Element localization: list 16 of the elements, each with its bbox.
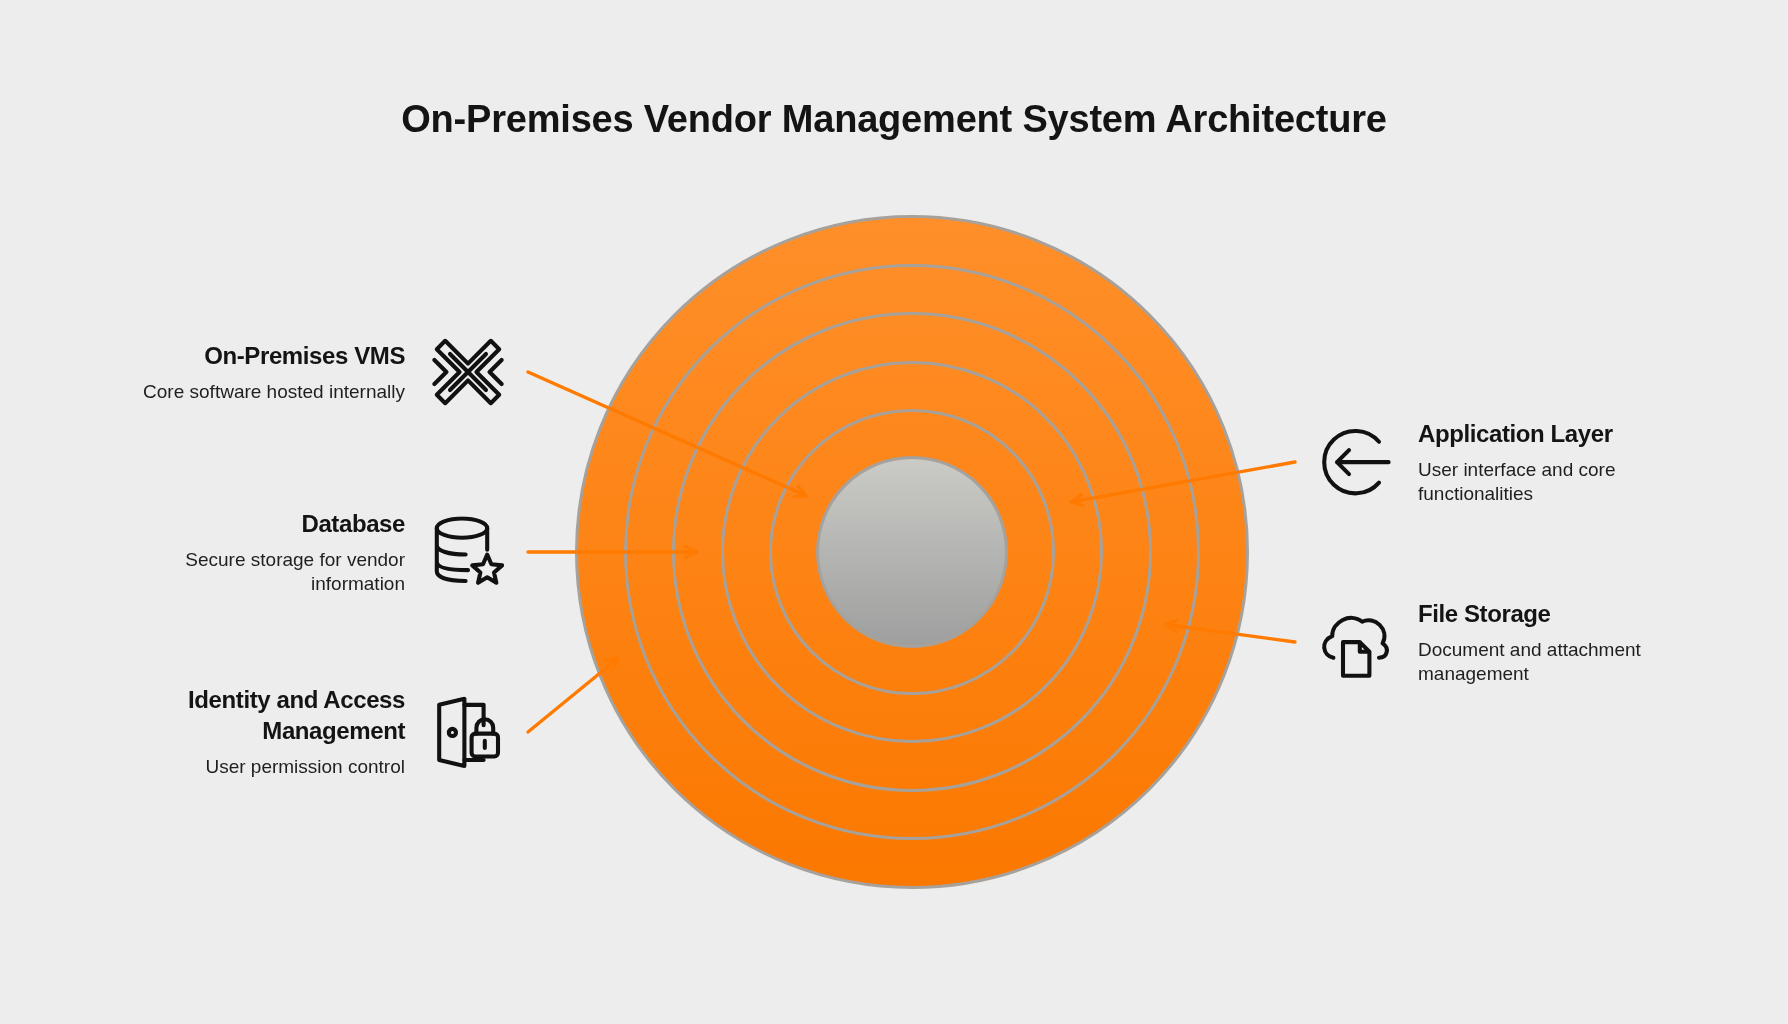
- description: User permission control: [205, 755, 405, 780]
- arrow: [526, 370, 809, 498]
- description: Document and attachment management: [1418, 638, 1642, 686]
- arrow: [1069, 460, 1297, 507]
- heading: File Storage: [1418, 599, 1551, 630]
- title: On-Premises Vendor Management System Architecture: [401, 98, 1387, 141]
- arrow: [526, 544, 699, 560]
- description: Secure storage for vendor information: [184, 548, 405, 596]
- arrow: [526, 656, 620, 734]
- description: User interface and core functionalities: [1418, 458, 1617, 506]
- heading: Database: [301, 509, 405, 540]
- description: Core software hosted internally: [143, 380, 405, 404]
- heading: Identity and Access Management: [187, 685, 405, 747]
- arrow: [1164, 619, 1297, 644]
- heading: On-Premises VMS: [204, 341, 405, 372]
- heading: Application Layer: [1418, 419, 1613, 450]
